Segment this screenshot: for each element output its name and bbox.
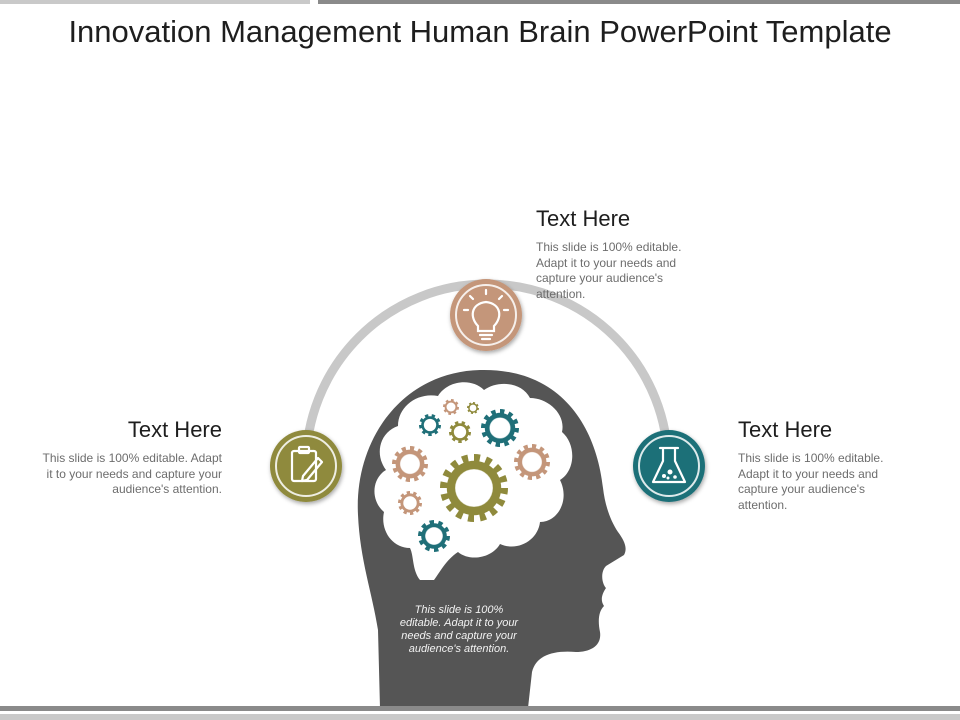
text-block-right-heading: Text Here xyxy=(738,417,833,442)
top-accent-bar-dark xyxy=(318,0,960,4)
gears-group xyxy=(392,399,550,552)
gear-tan-left-icon xyxy=(392,446,428,482)
gear-olive-tiny-icon xyxy=(467,402,479,414)
text-block-top-heading: Text Here xyxy=(536,206,631,231)
flask-icon xyxy=(651,446,687,484)
gear-teal-top-icon xyxy=(481,409,519,447)
flask-circle xyxy=(633,430,705,502)
lightbulb-icon xyxy=(462,288,510,341)
lightbulb-circle xyxy=(450,279,522,351)
head-caption: This slide is 100% editable. Adapt it to… xyxy=(399,604,519,655)
gear-tan-right-icon xyxy=(514,444,550,480)
text-block-left-heading: Text Here xyxy=(127,417,222,442)
text-block-top: Text Here This slide is 100% editable. A… xyxy=(536,206,711,302)
gear-teal-bottom-icon xyxy=(418,520,450,552)
gear-teal-small-icon xyxy=(419,414,441,436)
gear-olive-small-icon xyxy=(449,421,471,443)
top-accent-bar-light xyxy=(0,0,310,4)
gear-large-icon xyxy=(440,454,508,522)
text-block-left-body: This slide is 100% editable. Adapt it to… xyxy=(42,451,222,496)
text-block-top-body: This slide is 100% editable. Adapt it to… xyxy=(536,240,682,301)
bottom-accent-bar-light xyxy=(0,714,960,720)
text-block-right: Text Here This slide is 100% editable. A… xyxy=(738,417,913,513)
text-block-left: Text Here This slide is 100% editable. A… xyxy=(40,417,222,498)
bottom-accent-bar-dark xyxy=(0,706,960,711)
text-block-right-body: This slide is 100% editable. Adapt it to… xyxy=(738,451,884,512)
flask-bubbles xyxy=(662,469,677,480)
gear-tan-small-icon xyxy=(398,491,422,515)
gear-tan-tiny-icon xyxy=(443,399,459,415)
slide-title: Innovation Management Human Brain PowerP… xyxy=(68,14,892,49)
clipboard-pencil-icon xyxy=(290,445,324,483)
clipboard-circle xyxy=(270,430,342,502)
